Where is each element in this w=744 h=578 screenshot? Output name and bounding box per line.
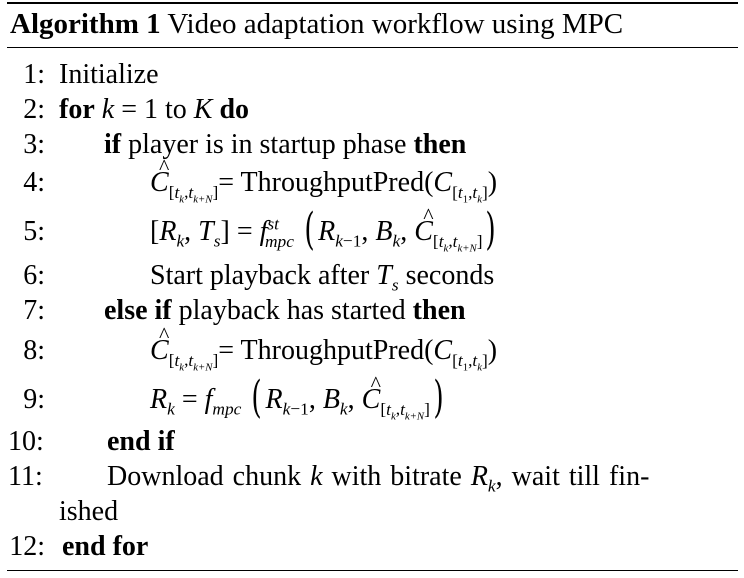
line-number: 9: [23, 384, 45, 415]
algorithm-title: Algorithm 1 Video adaptation workflow us… [10, 4, 623, 44]
line-number: 7: [23, 295, 45, 326]
line-if-startup: if player is in startup phase then [104, 129, 467, 160]
line-download-continued: ished [59, 496, 119, 527]
line-number: 4: [23, 167, 45, 198]
algorithm-caption: Video adaptation workflow using MPC [167, 8, 624, 40]
line-mpc: Rk = fmpc (Rk−1, Bk, C[tk,tk+N]) [150, 366, 447, 421]
top-rule [7, 2, 738, 4]
line-number: 5: [23, 216, 45, 247]
bottom-rule [7, 570, 738, 571]
line-startup-mpc: [Rk, Ts] = fstmpc (Rk−1, Bk, C[tk,tk+N]) [150, 198, 500, 253]
line-end-for: end for [62, 531, 149, 562]
line-number: 6: [23, 260, 45, 291]
line-number: 3: [23, 129, 45, 160]
line-number: 11: [8, 461, 43, 492]
algorithm-label: Algorithm 1 [10, 8, 161, 40]
line-number: 2: [23, 94, 45, 125]
line-for: for k = 1 to K do [59, 94, 250, 125]
line-download: Download chunk k with bitrate Rk, wait t… [107, 461, 650, 496]
line-end-if: end if [107, 426, 175, 457]
line-number: 1: [23, 59, 45, 90]
line-initialize: Initialize [59, 59, 159, 90]
line-number: 12: [9, 531, 45, 562]
line-number: 8: [23, 335, 45, 366]
title-rule [7, 47, 738, 48]
line-start-playback: Start playback after Ts seconds [150, 260, 495, 295]
line-number: 10: [8, 426, 44, 457]
line-throughput-pred-playback: C[tk,tk+N]= ThroughputPred(C[t1,tk]) [150, 317, 497, 372]
line-throughput-pred-startup: C[tk,tk+N]= ThroughputPred(C[t1,tk]) [150, 149, 497, 204]
line-else-if: else if playback has started then [104, 295, 466, 326]
